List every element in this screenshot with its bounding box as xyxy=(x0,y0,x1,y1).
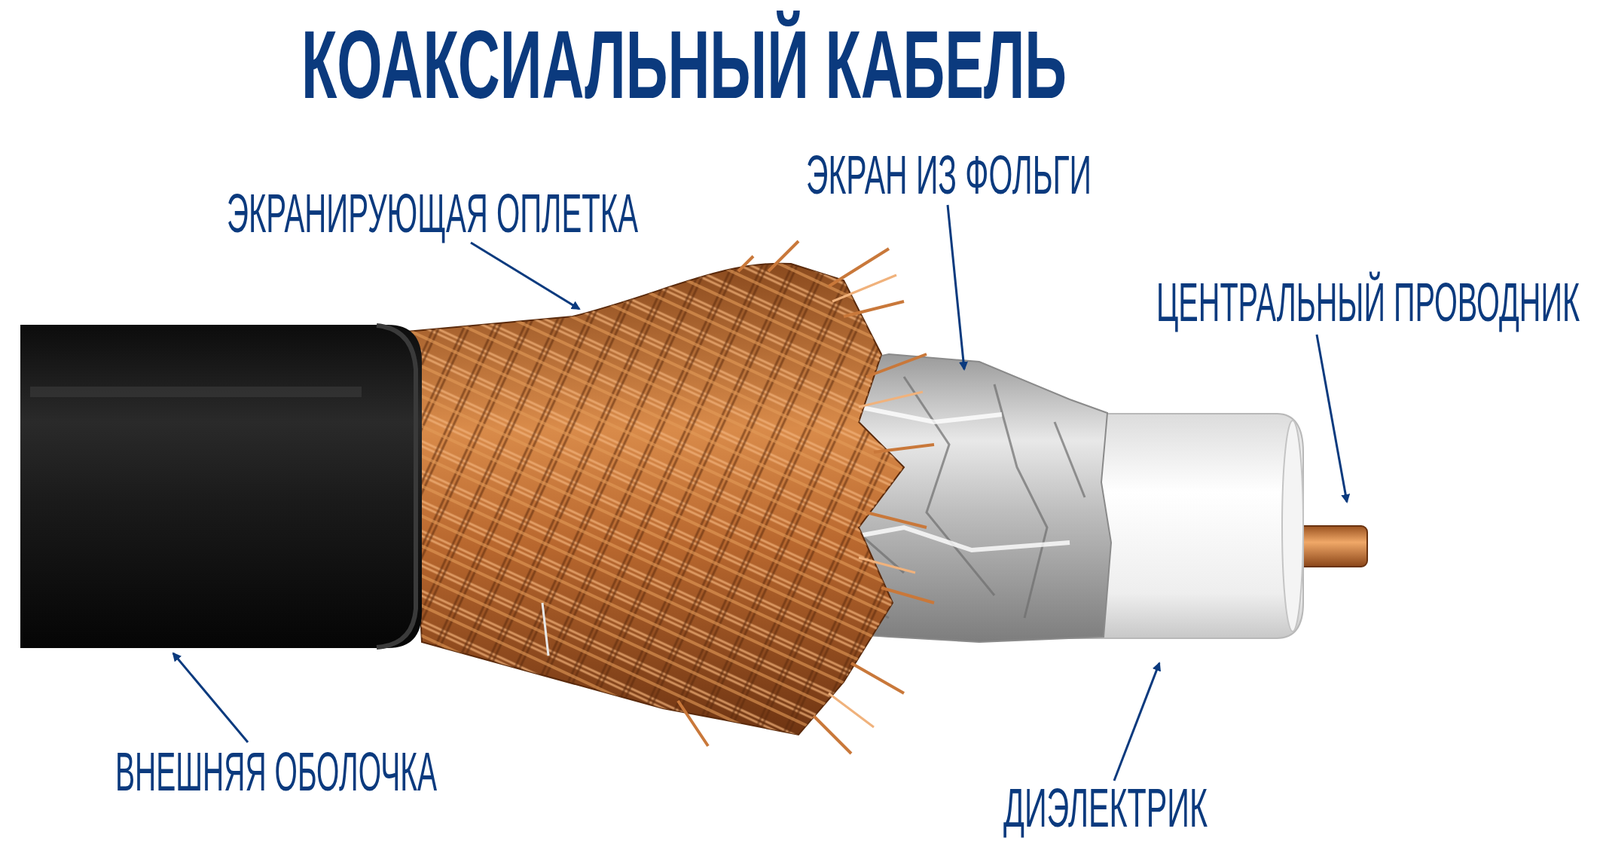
part-label: ЭКРАНИРУЮЩАЯ ОПЛЕТКА xyxy=(226,186,639,241)
braid-body xyxy=(406,263,904,735)
part-label: ВНЕШНЯЯ ОБОЛОЧКА xyxy=(115,744,437,799)
stray-strand xyxy=(542,602,549,656)
diagram-title: КОАКСИАЛЬНЫЙ КАБЕЛЬ xyxy=(301,16,1067,113)
leader-arrow xyxy=(470,242,580,309)
jacket-edge xyxy=(376,325,416,648)
braid-strands-light xyxy=(828,274,923,727)
jacket-body xyxy=(20,324,422,648)
braid-weave xyxy=(406,263,904,735)
leader-arrow xyxy=(173,653,248,742)
dielectric-end xyxy=(1282,420,1304,632)
braid-strands xyxy=(677,241,935,754)
part-label: ДИЭЛЕКТРИК xyxy=(1003,780,1208,835)
part-label: ЦЕНТРАЛЬНЫЙ ПРОВОДНИК xyxy=(1156,274,1580,330)
jacket-sheen xyxy=(30,386,362,397)
leader-arrow xyxy=(1316,334,1347,502)
leader-arrow xyxy=(1114,662,1160,781)
leader-arrow xyxy=(947,204,965,370)
outer-jacket xyxy=(20,324,422,648)
part-label: ЭКРАН ИЗ ФОЛЬГИ xyxy=(806,147,1092,202)
braid-shield xyxy=(406,241,935,754)
